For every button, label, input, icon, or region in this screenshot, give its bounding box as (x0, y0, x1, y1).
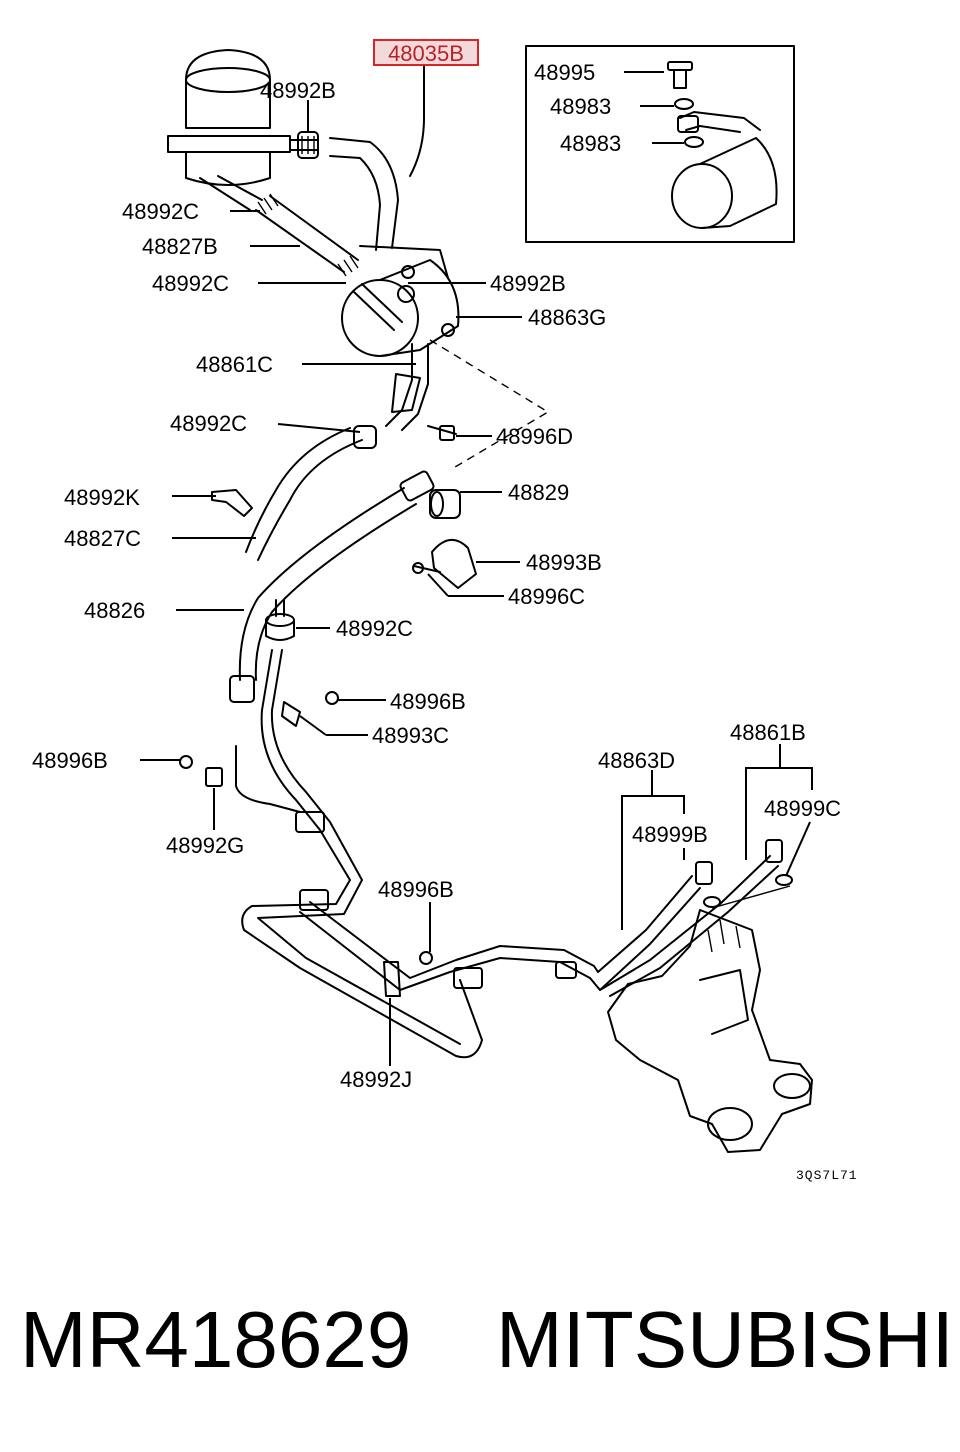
leader-lines (140, 64, 813, 1066)
label-48826[interactable]: 48826 (84, 598, 145, 623)
o-ring-leader (711, 885, 791, 909)
suction-hose-48035B (329, 69, 425, 251)
label-48992B-right[interactable]: 48992B (490, 271, 566, 296)
highlighted-part-box (373, 39, 479, 66)
power-steering-pump (341, 245, 460, 357)
label-48827C[interactable]: 48827C (64, 526, 141, 551)
bolt-48996D (427, 425, 457, 441)
label-48992G[interactable]: 48992G (166, 833, 244, 858)
label-48992K[interactable]: 48992K (64, 485, 140, 510)
highlighted-part-label[interactable]: 48035B (388, 41, 464, 66)
o-ring-48999C (775, 874, 793, 886)
label-48996D[interactable]: 48996D (496, 424, 573, 449)
o-ring-48999B (703, 896, 721, 908)
high-pressure-hose-48826 (229, 470, 435, 703)
clip-48992K (211, 489, 253, 517)
clamp-48992B-top (297, 131, 319, 159)
label-48863G[interactable]: 48863G (528, 305, 606, 330)
label-48827B[interactable]: 48827B (142, 234, 218, 259)
label-48863D[interactable]: 48863D (598, 748, 675, 773)
label-48996B-c[interactable]: 48996B (378, 877, 454, 902)
label-48992C-b[interactable]: 48992C (152, 271, 229, 296)
label-48999C[interactable]: 48999C (764, 796, 841, 821)
clip-48992J (383, 951, 433, 997)
hose-48827C (245, 425, 377, 561)
label-48992J[interactable]: 48992J (340, 1067, 412, 1092)
label-48861B[interactable]: 48861B (730, 720, 806, 745)
inset-fitting (677, 115, 699, 133)
label-48992C-c[interactable]: 48992C (170, 411, 247, 436)
label-48992C-d[interactable]: 48992C (336, 616, 413, 641)
label-48993C[interactable]: 48993C (372, 723, 449, 748)
pressure-pipe-48861C (385, 343, 429, 431)
pressure-pipe-48863D (299, 839, 783, 997)
label-48983-b[interactable]: 48983 (560, 131, 621, 156)
label-48996B-a[interactable]: 48996B (390, 689, 466, 714)
return-pipe-lower (235, 649, 483, 1059)
inset-pump (671, 111, 778, 229)
clamp-48992C-lower (265, 599, 295, 641)
clamp-48993B (412, 539, 477, 589)
clamp-48993C (281, 691, 339, 727)
reservoir-tank (167, 49, 319, 211)
label-48992C-a[interactable]: 48992C (122, 199, 199, 224)
footer-part-number: MR418629 (20, 1295, 412, 1384)
inset-washer-48983-b (684, 136, 704, 148)
footer-brand: MITSUBISHI (496, 1295, 954, 1384)
steering-gear-box (607, 909, 813, 1153)
footer: MR418629 MITSUBISHI (0, 1290, 960, 1400)
return-hose-48827B (255, 193, 359, 277)
pump-to-hose-dashline (429, 339, 550, 471)
clip-48992G (179, 755, 223, 787)
label-48983-a[interactable]: 48983 (550, 94, 611, 119)
inset-box (525, 45, 795, 243)
diagram-code: 3QS7L71 (796, 1168, 858, 1183)
label-48861C[interactable]: 48861C (196, 352, 273, 377)
label-48996B-b[interactable]: 48996B (32, 748, 108, 773)
inset-bolt-48995 (667, 61, 693, 89)
label-48996C[interactable]: 48996C (508, 584, 585, 609)
label-48992B-top[interactable]: 48992B (260, 78, 336, 103)
grommet-48829 (429, 489, 461, 519)
inset-washer-48983-a (674, 98, 694, 110)
label-48829[interactable]: 48829 (508, 480, 569, 505)
label-48995[interactable]: 48995 (534, 60, 595, 85)
label-48999B[interactable]: 48999B (632, 822, 708, 847)
label-48993B[interactable]: 48993B (526, 550, 602, 575)
